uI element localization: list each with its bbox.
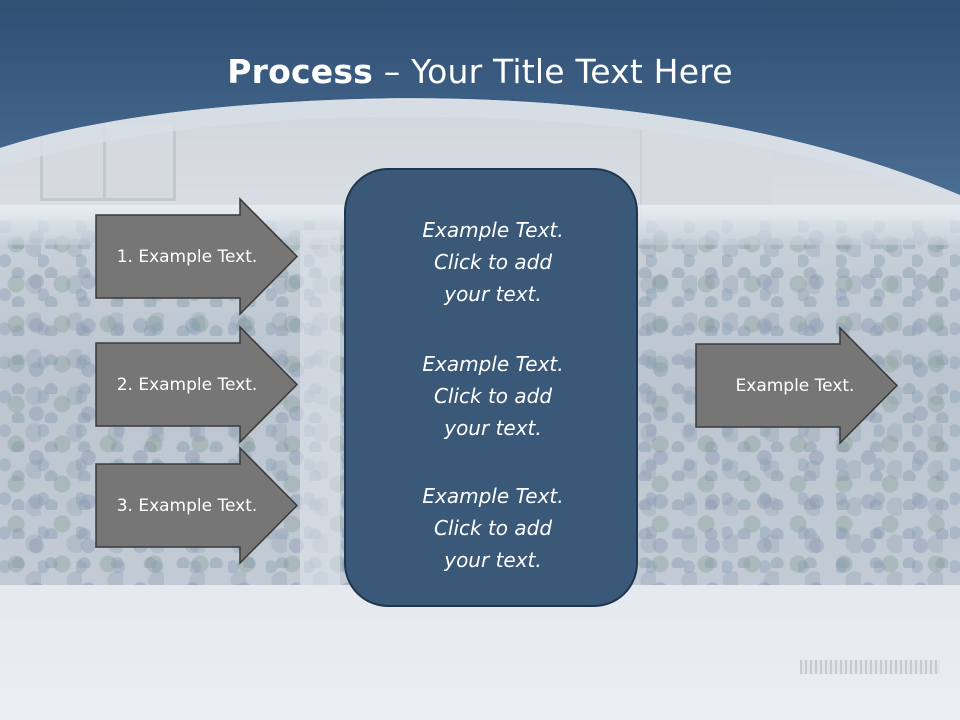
left-arrow-1[interactable]: 1. Example Text. bbox=[95, 197, 299, 316]
title-rest: – Your Title Text Here bbox=[373, 52, 733, 91]
arrow-shape-icon bbox=[95, 446, 299, 565]
center-item-1-line-2: Click to add bbox=[433, 250, 553, 274]
background-grate bbox=[800, 660, 940, 674]
arrow-shape-icon bbox=[95, 325, 299, 444]
center-item-2: Example Text. Click to add your text. bbox=[346, 348, 640, 444]
background-gap bbox=[300, 230, 340, 610]
center-item-2-line-2: Click to add bbox=[433, 384, 553, 408]
center-item-3-line-2: Click to add bbox=[433, 516, 553, 540]
header-band bbox=[0, 0, 960, 200]
left-arrow-2[interactable]: 2. Example Text. bbox=[95, 325, 299, 444]
slide-title: Process – Your Title Text Here bbox=[0, 52, 960, 91]
header-fill bbox=[0, 0, 960, 195]
header-highlight bbox=[0, 98, 960, 200]
left-arrow-3[interactable]: 3. Example Text. bbox=[95, 446, 299, 565]
background-ground bbox=[0, 585, 960, 720]
left-arrow-1-label: 1. Example Text. bbox=[116, 246, 258, 267]
center-item-1: Example Text. Click to add your text. bbox=[346, 214, 640, 310]
center-item-2-line-1: Example Text. bbox=[422, 352, 564, 376]
right-arrow[interactable]: Example Text. bbox=[695, 326, 899, 445]
left-arrow-2-label: 2. Example Text. bbox=[116, 374, 258, 395]
arrow-shape-icon bbox=[95, 197, 299, 316]
center-item-1-line-3: your text. bbox=[444, 282, 542, 306]
title-bold: Process bbox=[227, 52, 374, 91]
center-item-3: Example Text. Click to add your text. bbox=[346, 480, 640, 576]
center-item-3-line-3: your text. bbox=[444, 548, 542, 572]
center-item-3-line-1: Example Text. bbox=[422, 484, 564, 508]
arrow-shape-icon bbox=[695, 326, 899, 445]
center-text-box[interactable]: Example Text. Click to add your text. Ex… bbox=[344, 168, 638, 607]
right-arrow-label: Example Text. bbox=[735, 375, 855, 396]
center-item-1-line-1: Example Text. bbox=[422, 218, 564, 242]
left-arrow-3-label: 3. Example Text. bbox=[116, 495, 258, 516]
center-item-2-line-3: your text. bbox=[444, 416, 542, 440]
